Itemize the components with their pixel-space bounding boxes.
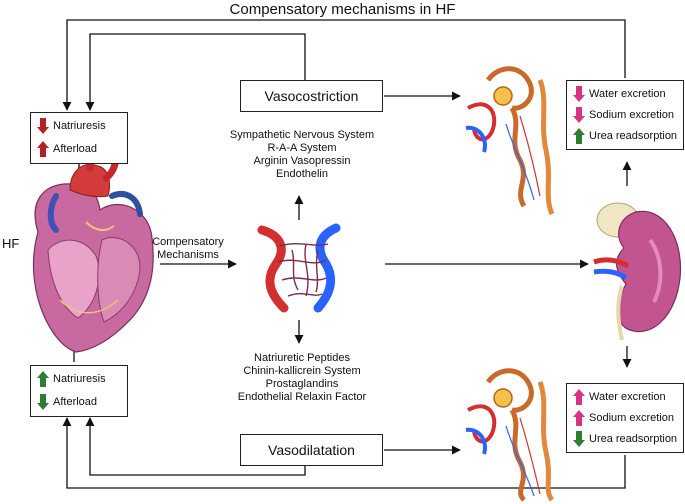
arrow-down-icon — [37, 118, 49, 134]
effect-row: Natriuresis — [37, 118, 106, 134]
effect-label: Afterload — [53, 396, 98, 408]
heart-illustration — [32, 145, 154, 353]
arrow-up-icon — [573, 410, 585, 426]
vasoconstriction-box: Vasocostriction — [240, 80, 383, 112]
effect-label: Urea readsorption — [589, 433, 678, 445]
vessels-illustration — [257, 223, 341, 313]
effect-label: Natriuresis — [53, 373, 106, 385]
effect-label: Water excretion — [589, 88, 666, 100]
kidney-top-effects-box: Water excretion Sodium excretion Urea re… — [566, 80, 684, 150]
effect-row: Urea readsorption — [573, 128, 677, 144]
vasoconstriction-label: Vasocostriction — [264, 88, 359, 104]
feedback-outer-top — [62, 19, 626, 111]
hf-label: HF — [2, 236, 20, 251]
heart-top-effects-box: Natriuresis Afterload — [30, 112, 128, 164]
diagram-title: Compensatory mechanisms in HF — [229, 1, 456, 18]
arrow-down-icon — [37, 394, 49, 410]
effect-row: Water excretion — [573, 86, 666, 102]
compensatory-line: Compensatory — [152, 236, 224, 248]
mediator-item: Sympathetic Nervous System — [229, 129, 375, 141]
effect-label: Water excretion — [589, 391, 666, 403]
nephron-bottom-illustration — [465, 368, 555, 502]
effect-label: Sodium excretion — [589, 109, 674, 121]
compensatory-mechanisms-label: Compensatory Mechanisms — [146, 236, 230, 262]
effect-row: Urea readsorption — [573, 431, 677, 447]
arrow-down-icon — [573, 86, 585, 102]
kidney-illustration — [593, 202, 682, 341]
effect-row: Water excretion — [573, 389, 666, 405]
vasodilatation-mediators: Natriuretic Peptides Chinin-kallicrein S… — [214, 352, 390, 404]
effect-row: Sodium excretion — [573, 410, 674, 426]
vasodilatation-label: Vasodilatation — [268, 442, 355, 458]
effect-row: Natriuresis — [37, 371, 106, 387]
feedback-outer-bottom — [62, 417, 626, 489]
mediator-item: Arginin Vasopressin — [253, 155, 351, 167]
effect-row: Afterload — [37, 394, 97, 410]
feedback-inner-bottom — [85, 417, 306, 476]
mediator-item: Endothelial Relaxin Factor — [237, 391, 367, 403]
arrow-up-icon — [37, 371, 49, 387]
feedback-inner-top — [85, 33, 306, 111]
mediator-item: Prostaglandins — [265, 378, 339, 390]
effect-label: Natriuresis — [53, 120, 106, 132]
heart-bottom-effects-box: Natriuresis Afterload — [30, 365, 128, 417]
mediator-item: Endothelin — [276, 168, 328, 180]
effect-label: Urea readsorption — [589, 130, 678, 142]
kidney-bottom-effects-box: Water excretion Sodium excretion Urea re… — [566, 383, 684, 453]
arrow-up-icon — [573, 128, 585, 144]
arrow-down-icon — [573, 107, 585, 123]
mediator-item: Chinin-kallicrein System — [243, 365, 361, 377]
arrow-up-icon — [37, 141, 49, 157]
effect-label: Afterload — [53, 143, 98, 155]
vasodilatation-box: Vasodilatation — [240, 434, 383, 466]
effect-row: Sodium excretion — [573, 107, 674, 123]
mediator-item: Natriuretic Peptides — [254, 352, 350, 364]
arrow-up-icon — [573, 389, 585, 405]
effect-row: Afterload — [37, 141, 97, 157]
nephron-top-illustration — [465, 66, 555, 216]
compensatory-line: Mechanisms — [157, 249, 219, 261]
arrow-down-icon — [573, 431, 585, 447]
effect-label: Sodium excretion — [589, 412, 674, 424]
mediator-item: R-A-A System — [267, 142, 337, 154]
vasoconstriction-mediators: Sympathetic Nervous System R-A-A System … — [214, 129, 390, 181]
